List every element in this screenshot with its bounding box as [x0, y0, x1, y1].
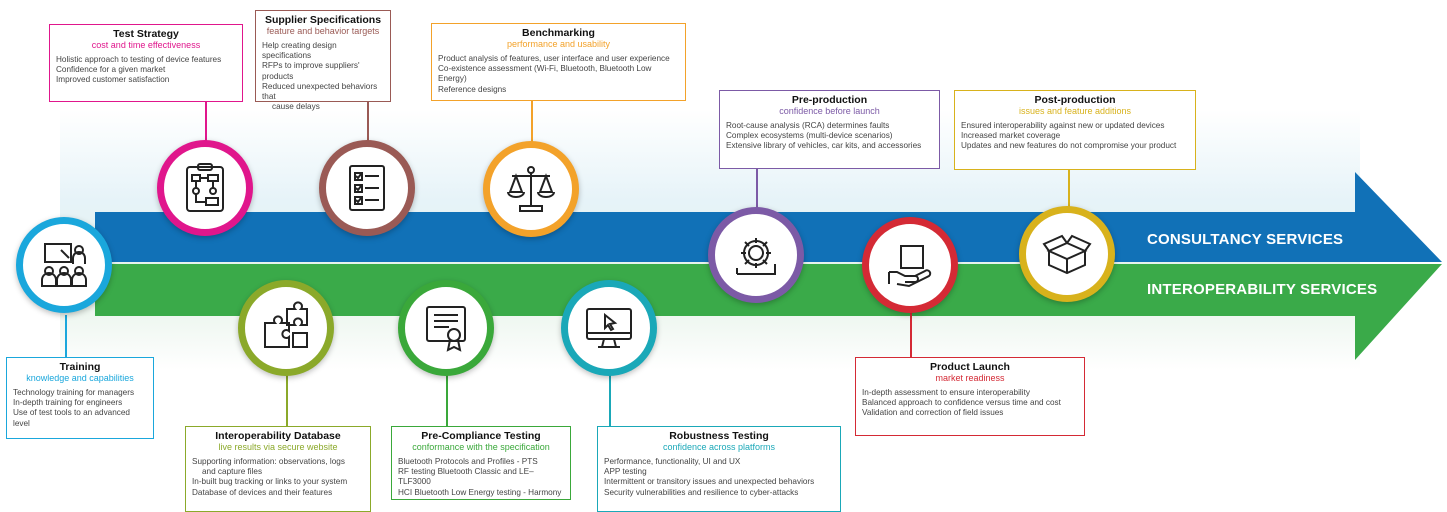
test-strategy-subtitle: cost and time effectiveness — [91, 40, 201, 50]
postproduction-circle — [1019, 206, 1115, 302]
connector-preproduction — [756, 168, 758, 210]
training-subtitle: knowledge and capabilities — [26, 373, 134, 383]
connector-training — [65, 315, 67, 357]
supplier-circle — [319, 140, 415, 236]
preproduction-subtitle: confidence before launch — [779, 106, 880, 116]
presentation-group-icon — [41, 243, 87, 287]
connector-supplier — [367, 101, 369, 149]
interop-db-item: Database of devices and their features — [192, 487, 333, 497]
connector-test-strategy — [205, 101, 207, 149]
supplier-item: Reduced unexpected behaviors that — [262, 81, 378, 102]
interop-db-subtitle: live results via secure website — [218, 442, 338, 452]
checklist-icon — [349, 165, 385, 211]
product-launch-circle — [862, 217, 958, 313]
robustness-item: Intermittent or transitory issues and un… — [604, 477, 815, 487]
preproduction-title: Pre-production — [791, 94, 868, 106]
benchmarking-item: Product analysis of features, user inter… — [438, 54, 670, 63]
supplier-item: RFPs to improve suppliers' products — [262, 61, 360, 81]
training-title: Training — [59, 361, 101, 373]
interop-db-item: and capture files — [202, 467, 263, 477]
connector-precompliance — [446, 368, 448, 427]
supplier-subtitle: feature and behavior targets — [266, 26, 380, 36]
consultancy-services-label: CONSULTANCY SERVICES — [1147, 231, 1344, 248]
test-strategy-box: Test Strategy cost and time effectivenes… — [49, 24, 243, 102]
puzzle-icon — [264, 301, 308, 348]
precompliance-item: Bluetooth Protocols and Profiles - PTS — [398, 457, 538, 466]
robustness-subtitle: confidence across platforms — [662, 442, 776, 452]
training-item: Use of test tools to an advanced level — [13, 408, 130, 428]
test-strategy-item: Improved customer satisfaction — [56, 75, 170, 85]
preproduction-box: Pre-production confidence before launch … — [719, 90, 940, 169]
test-strategy-title: Test Strategy — [113, 28, 179, 40]
robustness-item: Performance, functionality, UI and UX — [604, 457, 741, 466]
benchmarking-item: Co-existence assessment (Wi-Fi, Bluetoot… — [438, 64, 652, 84]
interop-db-circle — [238, 280, 334, 376]
connector-interop-db — [286, 368, 288, 427]
test-strategy-circle — [157, 140, 253, 236]
monitor-cursor-icon — [586, 308, 632, 348]
preproduction-item: Complex ecosystems (multi-device scenari… — [726, 131, 893, 141]
precompliance-subtitle: conformance with the specification — [412, 442, 550, 452]
training-box: Training knowledge and capabilities Tech… — [6, 357, 154, 439]
preproduction-item: Extensive library of vehicles, car kits,… — [726, 141, 922, 151]
flowchart-clipboard-icon — [186, 163, 224, 212]
postproduction-box: Post-production issues and feature addit… — [954, 90, 1196, 170]
connector-robustness — [609, 368, 611, 427]
robustness-title: Robustness Testing — [669, 430, 769, 442]
postproduction-subtitle: issues and feature additions — [1018, 106, 1132, 116]
training-circle — [16, 217, 112, 313]
product-launch-box: Product Launch market readiness In-depth… — [855, 357, 1085, 436]
interop-db-item: In-built bug tracking or links to your s… — [192, 477, 348, 487]
postproduction-item: Increased market coverage — [961, 131, 1061, 141]
training-item: In-depth training for engineers — [13, 398, 123, 408]
benchmarking-item: Reference designs — [438, 84, 507, 94]
open-box-icon — [1042, 234, 1092, 275]
benchmarking-box: Benchmarking performance and usability P… — [431, 23, 686, 101]
test-strategy-item: Holistic approach to testing of device f… — [56, 55, 222, 64]
postproduction-item: Updates and new features do not compromi… — [961, 141, 1177, 151]
interop-db-item: Supporting information: observations, lo… — [192, 457, 345, 466]
precompliance-title: Pre-Compliance Testing — [421, 430, 541, 442]
robustness-circle — [561, 280, 657, 376]
hand-box-icon — [888, 245, 932, 288]
postproduction-item: Ensured interoperability against new or … — [961, 121, 1165, 130]
robustness-box: Robustness Testing confidence across pla… — [597, 426, 841, 512]
robustness-item: Security vulnerabilities and resilience … — [604, 487, 799, 497]
precompliance-item: HCI Bluetooth Low Energy testing - Harmo… — [398, 487, 562, 497]
product-launch-item: In-depth assessment to ensure interopera… — [862, 388, 1030, 397]
benchmarking-subtitle: performance and usability — [506, 39, 611, 49]
gear-blueprint-icon — [736, 238, 776, 275]
interoperability-services-label: INTEROPERABILITY SERVICES — [1147, 281, 1378, 298]
interop-db-box: Interoperability Database live results v… — [185, 426, 371, 512]
product-launch-item: Validation and correction of field issue… — [862, 408, 1004, 418]
training-item: Technology training for managers — [13, 388, 135, 397]
supplier-title: Supplier Specifications — [264, 14, 382, 26]
balance-scale-icon — [507, 166, 555, 212]
precompliance-circle — [398, 280, 494, 376]
precompliance-item: RF testing Bluetooth Classic and LE–TLF3… — [398, 467, 534, 487]
benchmarking-title: Benchmarking — [522, 27, 595, 39]
postproduction-title: Post-production — [1034, 94, 1116, 106]
product-launch-item: Balanced approach to confidence versus t… — [862, 398, 1061, 408]
connector-benchmarking — [531, 100, 533, 150]
product-launch-title: Product Launch — [930, 361, 1010, 373]
benchmarking-circle — [483, 141, 579, 237]
certificate-icon — [426, 306, 466, 352]
connector-postproduction — [1068, 170, 1070, 212]
connector-product-launch — [910, 308, 912, 358]
test-strategy-item: Confidence for a given market — [56, 65, 166, 75]
interop-db-title: Interoperability Database — [215, 430, 341, 442]
precompliance-box: Pre-Compliance Testing conformance with … — [391, 426, 571, 500]
preproduction-item: Root-cause analysis (RCA) determines fau… — [726, 121, 890, 130]
supplier-item: Help creating design specifications — [262, 41, 337, 61]
supplier-box: Supplier Specifications feature and beha… — [255, 10, 391, 111]
preproduction-circle — [708, 207, 804, 303]
product-launch-subtitle: market readiness — [935, 373, 1005, 383]
robustness-item: APP testing — [604, 467, 647, 477]
supplier-item: cause delays — [272, 102, 320, 112]
